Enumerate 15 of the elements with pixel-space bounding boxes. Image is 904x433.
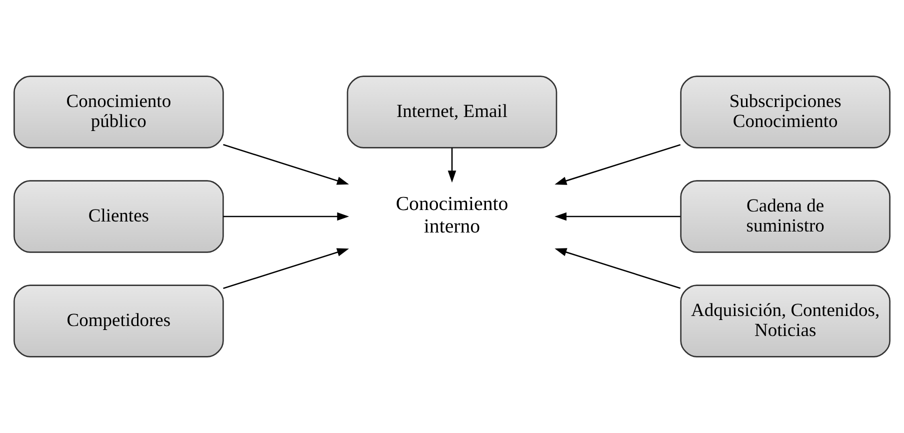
arrow	[223, 144, 349, 185]
node-box: Subscripciones Conocimiento	[680, 76, 890, 148]
node-box: Internet, Email	[346, 76, 558, 148]
arrow	[554, 144, 681, 185]
arrow	[554, 212, 680, 221]
node-box: Competidores	[14, 284, 224, 358]
arrow	[223, 248, 349, 289]
node-text: Conocimiento interno	[396, 192, 508, 238]
node-box: Clientes	[14, 180, 224, 253]
node-box: Adquisición, Contenidos, Noticias	[680, 284, 890, 358]
node-box: Conocimiento público	[14, 76, 224, 148]
node-box: Cadena de suministro	[680, 180, 890, 253]
arrow	[554, 248, 681, 289]
arrow	[448, 148, 456, 183]
arrow	[223, 212, 350, 221]
